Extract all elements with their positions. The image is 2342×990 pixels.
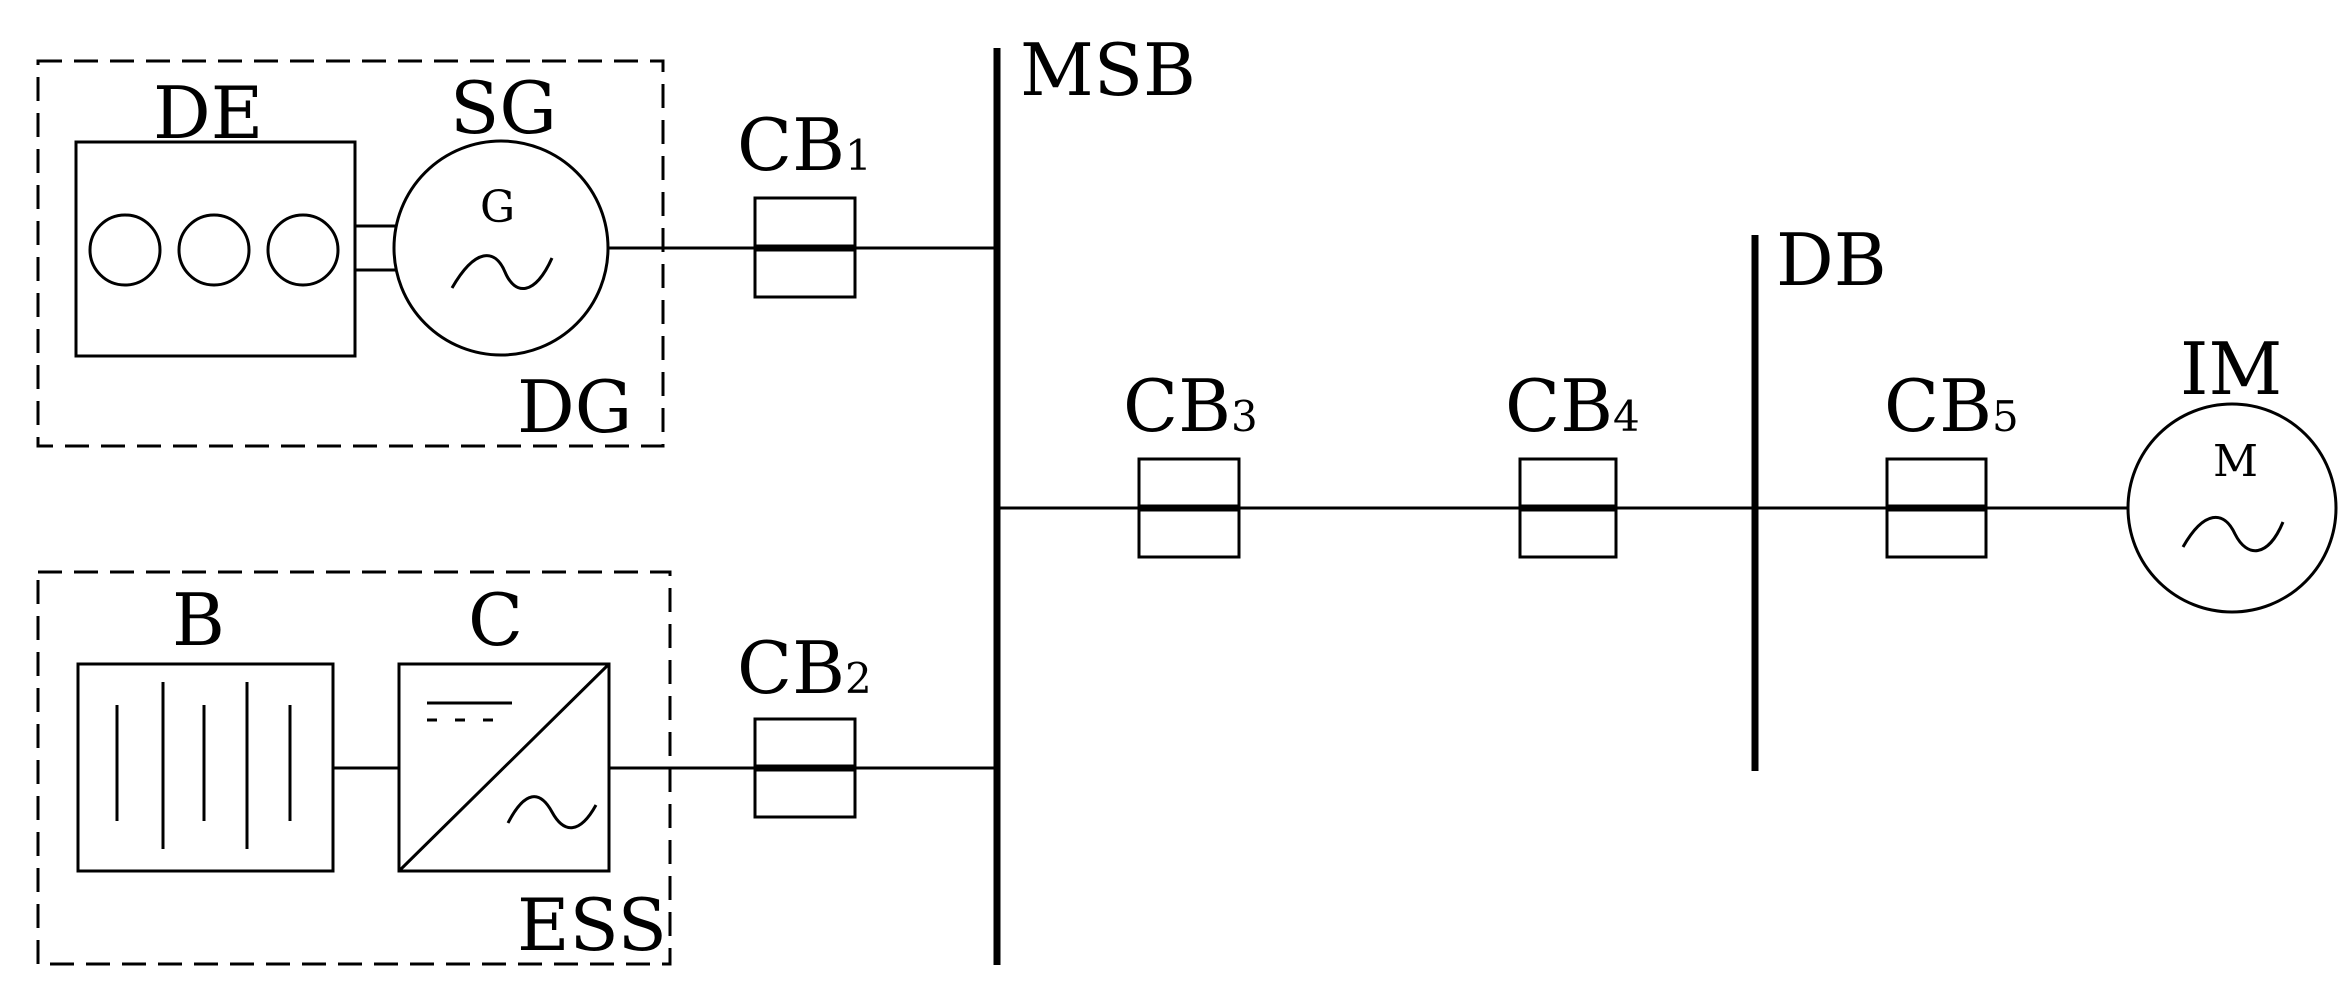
msb-label: MSB [1020,28,1196,112]
db-label: DB [1776,218,1887,302]
engine-cylinder-3-icon [266,213,340,287]
cb2-subscript: 2 [845,654,872,703]
generator-ac-symbol-icon [450,254,554,290]
cb3-subscript: 3 [1231,392,1258,441]
dg-group: DE SG G DG [36,59,665,449]
im-label: IM [2180,327,2282,411]
dg-label: DG [517,365,632,449]
cb5-subscript: 5 [1992,392,2019,441]
cb4-subscript: 4 [1613,392,1640,441]
g-label: G [480,182,515,233]
cb5-label: CB5 [1884,364,2019,448]
ess-group: B C ESS [36,570,672,967]
motor-ac-symbol-icon [2181,516,2285,553]
cb2-label: CB2 [737,626,872,710]
engine-cylinder-1-icon [88,213,162,287]
engine-cylinder-2-icon [177,213,251,287]
cb4-prefix: CB [1505,364,1613,448]
ac-symbol-icon [506,795,598,830]
cb3-label: CB3 [1123,364,1258,448]
converter-diagonal [397,662,611,873]
induction-motor-icon [2126,402,2338,614]
de-label: DE [153,71,263,155]
diesel-engine-box [74,140,357,358]
cb1-prefix: CB [737,103,845,187]
sg-label: SG [450,66,557,150]
ess-label: ESS [517,883,667,967]
cb2-prefix: CB [737,626,845,710]
m-label: M [2213,436,2258,487]
c-label: C [468,578,523,662]
b-label: B [172,578,225,662]
cb5-prefix: CB [1884,364,1992,448]
cb1-label: CB1 [737,103,872,187]
cb3-prefix: CB [1123,364,1231,448]
cb1-subscript: 1 [845,131,872,180]
cb4-label: CB4 [1505,364,1640,448]
synchronous-generator-icon [392,139,610,357]
